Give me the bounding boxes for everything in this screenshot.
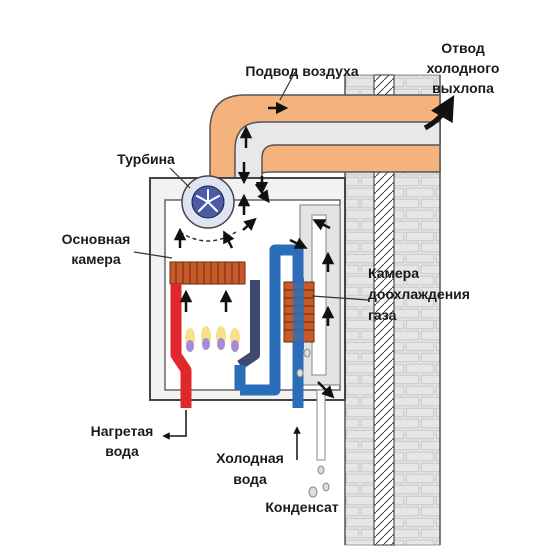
label-heated-water-2: вода (105, 443, 139, 459)
label-recool-chamber-3: газа (368, 307, 397, 323)
recool-heat-exchanger (283, 278, 315, 350)
leader-lines (133, 71, 369, 301)
arrow-icon (312, 219, 331, 231)
flow-arrows (173, 101, 335, 399)
label-main-chamber-1: Основная (62, 231, 131, 247)
exhaust-duct (234, 121, 441, 201)
label-main-chamber-2: камера (71, 251, 120, 267)
water-io-arrows (162, 410, 301, 460)
burner-flames (185, 326, 240, 352)
turbine (179, 175, 237, 242)
arrow-icon (317, 381, 335, 399)
condensate-drain (296, 348, 330, 498)
label-air-intake: Подвод воздуха (245, 63, 358, 79)
label-exhaust-2: холодного (427, 60, 500, 76)
label-cold-water-2: вода (233, 471, 267, 487)
label-exhaust-1: Отвод (441, 40, 485, 56)
main-heat-exchanger (169, 261, 246, 285)
arrow-icon (242, 217, 257, 231)
fan-icon (196, 189, 220, 212)
flame-icon (216, 326, 226, 350)
label-cold-water-1: Холодная (216, 450, 284, 466)
label-condensate: Конденсат (265, 499, 338, 515)
flame-icon (230, 328, 240, 352)
label-exhaust-3: выхлопа (432, 80, 494, 96)
label-heated-water-1: Нагретая (91, 423, 154, 439)
label-turbine: Турбина (117, 151, 175, 167)
arrow-icon (223, 230, 235, 249)
flame-icon (185, 328, 195, 352)
arrow-icon (289, 237, 308, 249)
flame-icon (201, 326, 211, 350)
label-recool-chamber-1: Камера (368, 265, 419, 281)
label-recool-chamber-2: доохлаждения (368, 286, 470, 302)
exhaust-outlet-arrow (423, 95, 455, 131)
